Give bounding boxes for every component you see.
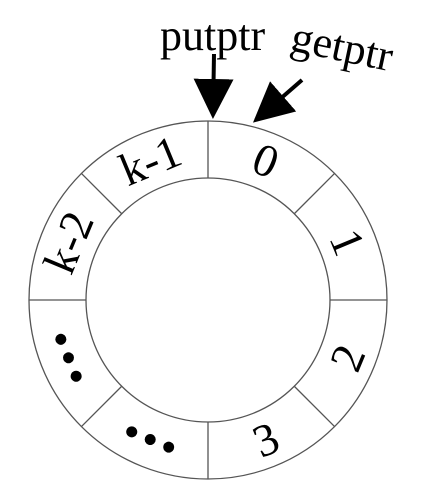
ellipsis-dot [70, 370, 82, 382]
slot-label-7: k-1 [112, 125, 188, 196]
slot-divider [293, 385, 336, 428]
ellipsis-dot [55, 333, 67, 345]
slot-label-1: 1 [320, 222, 376, 263]
ellipsis-dot [126, 426, 138, 438]
slot-divider [293, 172, 336, 215]
getptr-label: getptr [287, 12, 398, 81]
slot-divider [80, 385, 123, 428]
putptr-label: putptr [160, 11, 265, 60]
slot-label-3: 3 [245, 412, 286, 468]
slot-label-6: k-2 [33, 204, 104, 280]
inner-ring [85, 177, 331, 423]
slot-label-0: 0 [245, 133, 286, 189]
ring-slots: 01 23 k-2k-1 [29, 121, 387, 479]
getptr-arrow [252, 78, 304, 123]
ellipsis-dot [62, 352, 74, 364]
slot-ellipsis [126, 426, 175, 453]
slot-ellipsis [55, 333, 82, 382]
putptr-arrow [193, 53, 234, 119]
ellipsis-dot [163, 441, 175, 453]
slot-divider [80, 172, 123, 215]
slot-label-2: 2 [320, 337, 376, 378]
ellipsis-dot [144, 434, 156, 446]
